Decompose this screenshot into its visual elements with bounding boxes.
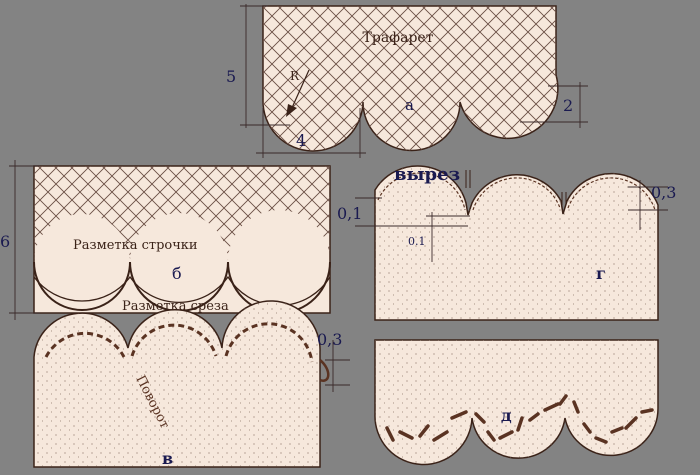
cut-marking-label: Разметка среза <box>122 299 229 314</box>
radius-label: R <box>290 69 300 83</box>
panel-d-finished: д <box>374 339 659 466</box>
dim-width-a-label: 4 <box>296 131 306 150</box>
notch-label: вырез <box>394 164 460 185</box>
dim-offset-v-label: 0,3 <box>317 330 342 349</box>
dim-height-a <box>240 4 290 128</box>
dim-width-a <box>256 108 366 158</box>
panel-v-turning: 0,3 Поворот в <box>33 300 350 468</box>
dim-right-g <box>628 180 668 230</box>
dim-height-a-label: 5 <box>226 67 236 86</box>
dim-height-b <box>9 160 40 320</box>
stencil-hatching <box>262 6 558 151</box>
panel-g-texture <box>375 165 658 320</box>
panel-a-letter: а <box>405 96 414 114</box>
panel-b-hatching <box>34 166 330 262</box>
radius-arrowhead-icon <box>286 104 297 117</box>
dim-left-g-label: 0,1 <box>337 204 362 223</box>
dim-inner-g <box>426 212 470 262</box>
panel-a-stencil: Трафарет R а 5 4 2 <box>226 4 588 158</box>
notch-marker-icon <box>465 170 567 205</box>
panel-v-stitch-line <box>44 322 314 363</box>
dim-offset-v <box>325 340 350 392</box>
radius-arrow <box>290 69 310 111</box>
panel-d-stitches <box>385 394 654 444</box>
dim-height-b-label: 6 <box>0 232 10 251</box>
dim-depth-a <box>520 82 588 128</box>
panel-g-notches: вырез 0,1 0.1 0,3 г <box>337 164 676 321</box>
panel-v-texture <box>34 300 321 467</box>
panel-g-stitch-line <box>377 172 656 211</box>
panel-d-letter: д <box>501 406 512 425</box>
stencil-title: Трафарет <box>363 30 434 46</box>
panel-g-letter: г <box>596 264 606 283</box>
dim-inner-g-label: 0.1 <box>408 235 426 248</box>
turn-hook-icon <box>319 359 330 382</box>
panel-b-marking: Разметка строчки Разметка среза б 6 <box>0 160 331 320</box>
dim-right-g-label: 0,3 <box>651 183 676 202</box>
stitch-marking-label: Разметка строчки <box>73 238 198 253</box>
panel-v-letter: в <box>162 449 173 468</box>
dim-left-g <box>355 197 468 227</box>
panel-d-texture <box>374 340 659 465</box>
panel-b-letter: б <box>172 264 182 283</box>
dim-depth-a-label: 2 <box>563 96 573 115</box>
